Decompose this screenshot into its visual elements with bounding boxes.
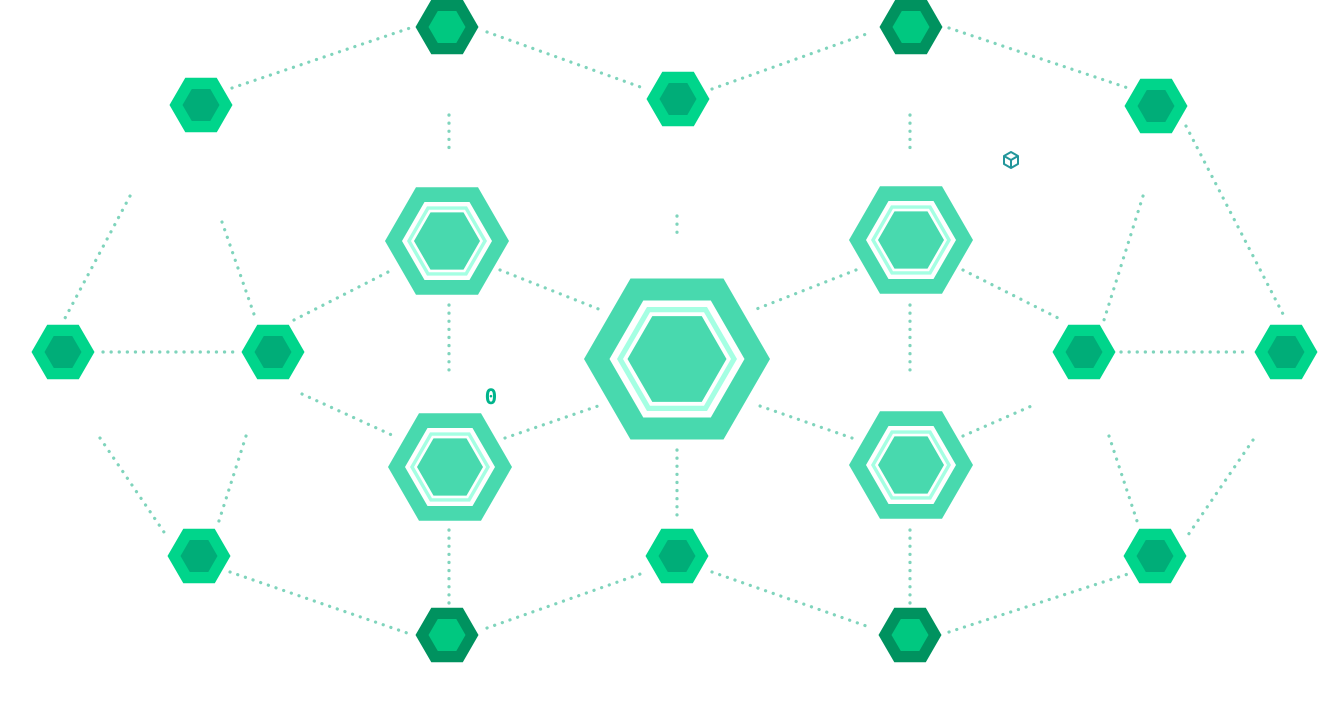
network-nodes	[31, 0, 1318, 663]
connector-line	[230, 26, 412, 90]
node-inner-hex	[428, 11, 466, 43]
zero-glyph: 0	[485, 385, 498, 409]
node-inner-hex	[254, 336, 292, 368]
connector-line	[947, 572, 1130, 634]
connector-line	[498, 268, 603, 312]
dark-node	[878, 607, 942, 663]
node	[167, 528, 231, 584]
node	[169, 77, 233, 133]
node-inner-hex	[1136, 540, 1174, 572]
connector-line	[292, 268, 394, 322]
central-hub-node	[584, 278, 770, 440]
connector-line	[300, 392, 396, 438]
hub-core-hex	[627, 316, 727, 402]
node	[241, 324, 305, 380]
node	[1124, 78, 1188, 134]
node	[1123, 528, 1187, 584]
connector-line	[62, 194, 132, 322]
connector-line	[710, 570, 874, 630]
hub-node	[388, 413, 512, 521]
connector-line	[503, 403, 603, 440]
node-inner-hex	[892, 11, 930, 43]
connector-line	[228, 570, 412, 636]
connector-line	[961, 402, 1038, 438]
connector-line	[485, 30, 648, 91]
connector-line	[710, 30, 874, 91]
hub-node	[849, 411, 973, 519]
node-inner-hex	[428, 619, 466, 651]
dark-node	[879, 0, 943, 55]
node-inner-hex	[1065, 336, 1103, 368]
hub-core-hex	[878, 211, 944, 269]
connector-line	[1184, 438, 1255, 540]
hub-node	[849, 186, 973, 294]
node	[645, 528, 709, 584]
node-inner-hex	[658, 540, 696, 572]
connector-line	[961, 268, 1064, 322]
connector-lines	[62, 26, 1286, 636]
node-inner-hex	[659, 83, 697, 115]
connector-line	[947, 26, 1130, 90]
hub-core-hex	[417, 438, 483, 496]
hub-core-hex	[414, 212, 480, 270]
node	[1052, 324, 1116, 380]
connector-line	[752, 268, 858, 312]
dark-node	[415, 607, 479, 663]
node-inner-hex	[182, 89, 220, 121]
connector-line	[98, 436, 170, 540]
node-inner-hex	[1137, 90, 1175, 122]
cube-icon	[1003, 151, 1019, 169]
node	[31, 324, 95, 380]
node	[1254, 324, 1318, 380]
node-inner-hex	[891, 619, 929, 651]
node-inner-hex	[1267, 336, 1305, 368]
dark-node	[415, 0, 479, 55]
connector-line	[755, 403, 854, 440]
node-inner-hex	[180, 540, 218, 572]
decorations: 0	[485, 151, 1019, 409]
node	[646, 71, 710, 127]
connector-line	[485, 570, 648, 630]
connector-line	[220, 220, 258, 322]
node-inner-hex	[44, 336, 82, 368]
connector-line	[216, 434, 248, 526]
connector-line	[1107, 434, 1140, 526]
hub-node	[385, 187, 509, 295]
connector-line	[1184, 124, 1286, 318]
connector-line	[1102, 194, 1145, 322]
hub-core-hex	[878, 436, 944, 494]
